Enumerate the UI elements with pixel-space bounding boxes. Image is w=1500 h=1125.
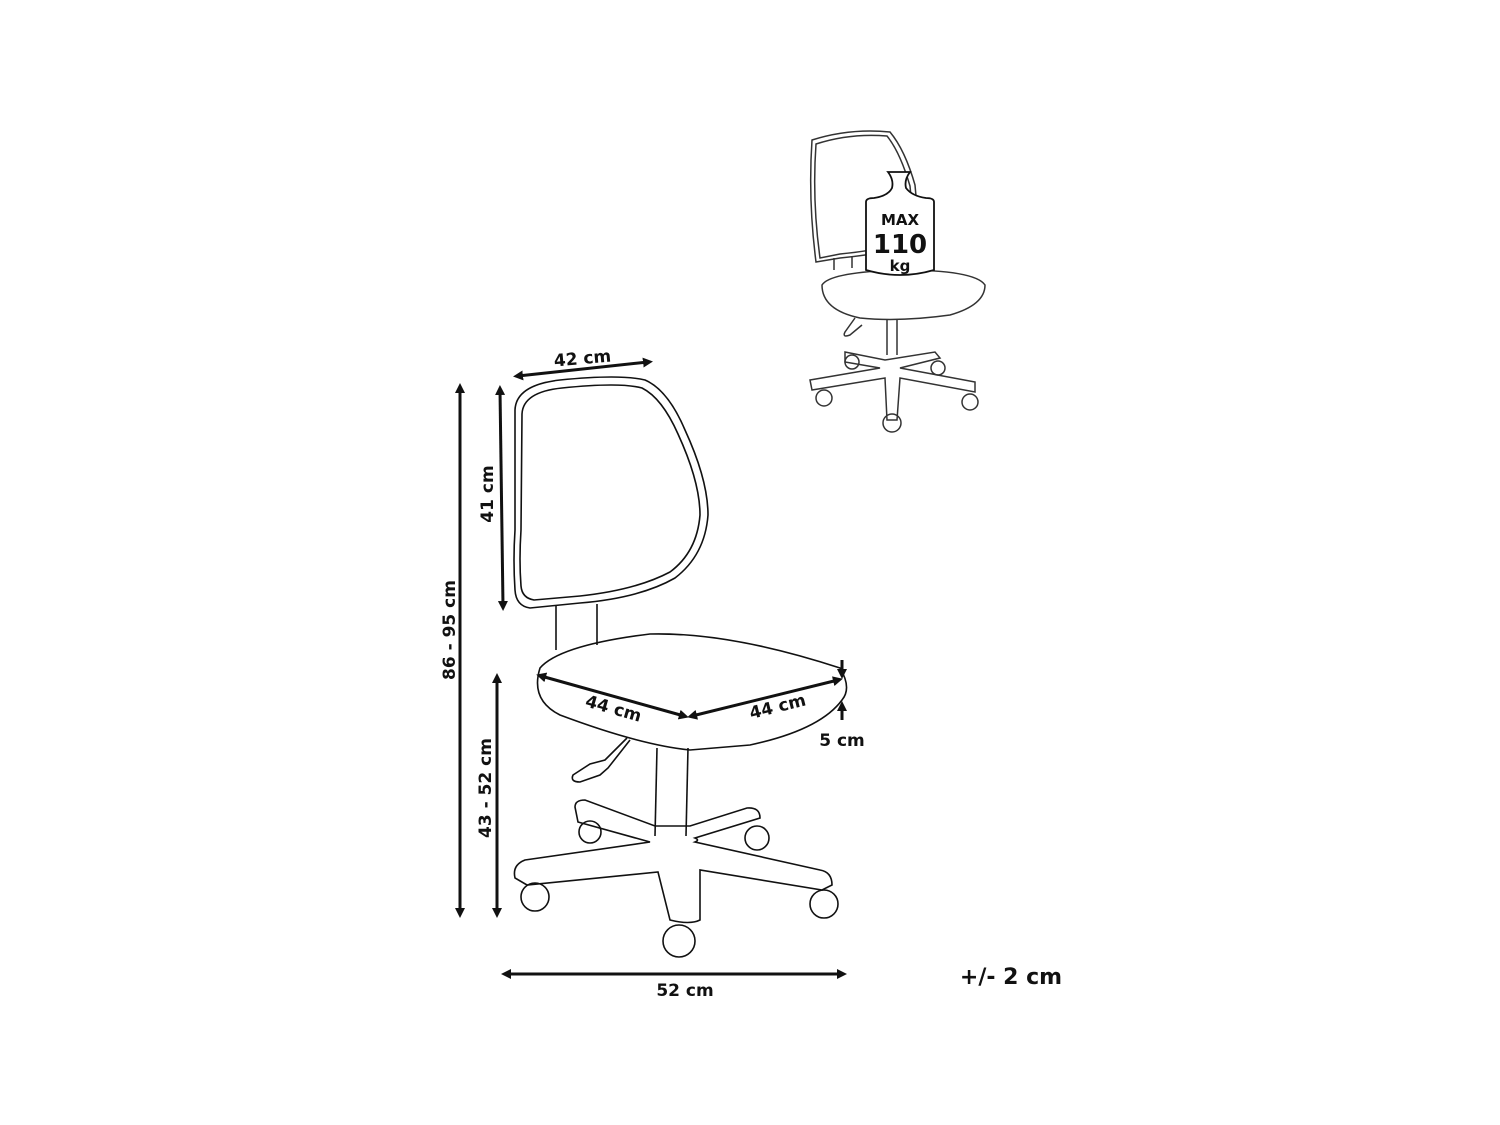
main-chair-illustration (513, 376, 848, 958)
arrow-backrest-height (495, 385, 508, 611)
label-backrest-width: 42 cm (553, 347, 612, 372)
dimension-arrows (455, 357, 847, 979)
label-backrest-height: 41 cm (478, 465, 498, 522)
max-load-weight-icon: MAX 110 kg (865, 171, 935, 276)
label-base-width: 52 cm (656, 981, 713, 1001)
small-chair-illustration (809, 130, 986, 433)
arrow-seat-width (687, 676, 843, 720)
label-total-height: 86 - 95 cm (440, 580, 460, 680)
arrow-backrest-width (513, 357, 653, 381)
label-seat-thickness: 5 cm (819, 731, 865, 751)
max-load-value: 110 (873, 230, 927, 260)
arrow-seat-depth (536, 672, 689, 720)
label-tolerance: +/- 2 cm (960, 965, 1062, 990)
max-load-label-1: MAX (881, 211, 920, 229)
label-seat-height: 43 - 52 cm (476, 738, 496, 838)
max-load-unit: kg (890, 257, 911, 275)
